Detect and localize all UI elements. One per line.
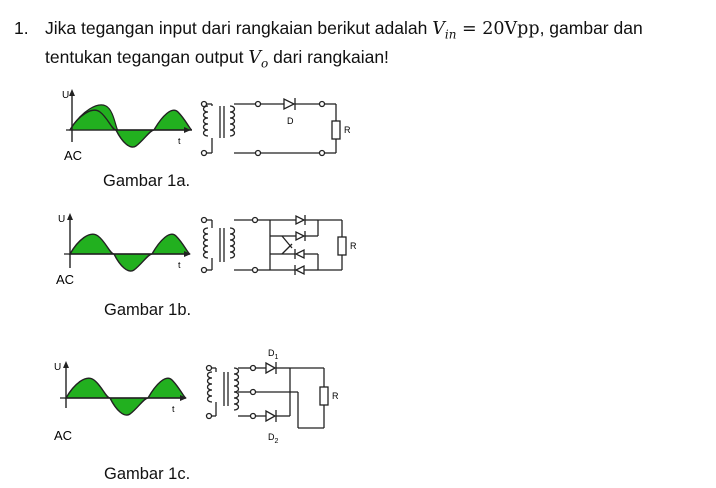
- question-line-2: tentukan tegangan output Vo dari rangkai…: [45, 45, 389, 76]
- question-text-end: , gambar dan: [539, 18, 643, 38]
- transformer-1c: [205, 364, 240, 420]
- load-label-1a: R: [344, 125, 351, 135]
- ac-sine-wave-1c: [60, 361, 187, 416]
- question-line2-start: tentukan tegangan output: [45, 47, 244, 67]
- vin-expression: Vin = 20Vpp: [432, 19, 540, 42]
- question-number: 1.: [14, 18, 29, 38]
- caption-1b: Gambar 1b.: [104, 301, 192, 319]
- load-label-1b: R: [350, 241, 357, 251]
- figure-1b: U t AC: [56, 213, 357, 287]
- ac-sine-wave-1b: [64, 213, 191, 272]
- question-text-start: Jika tegangan input dari rangkaian berik…: [45, 18, 428, 38]
- diode2-label-1c: D2: [268, 432, 279, 444]
- figure-1a: U t AC D R: [62, 89, 351, 163]
- bridge-circuit-1b: [234, 214, 347, 276]
- caption-1c: Gambar 1c.: [104, 465, 191, 483]
- ac-label-1a: AC: [64, 148, 82, 163]
- axis-u-label-1b: U: [58, 214, 65, 225]
- question-line2-end: dari rangkaian!: [273, 47, 389, 67]
- axis-u-label-1c: U: [54, 362, 61, 373]
- axis-t-label-1c: t: [172, 404, 175, 414]
- vo-expression: Vo: [248, 48, 269, 71]
- ac-sine-wave-1a: [66, 89, 193, 148]
- transformer-1a: [200, 100, 236, 157]
- axis-t-label-1a: t: [178, 136, 181, 146]
- axis-u-label-1a: U: [62, 90, 69, 101]
- question-line-1: 1. Jika tegangan input dari rangkaian ber…: [14, 16, 643, 47]
- ac-label-1b: AC: [56, 272, 74, 287]
- caption-1a: Gambar 1a.: [103, 172, 191, 190]
- figure-1c: U t AC D1 D2 R: [54, 348, 339, 444]
- center-tap-circuit-1c: [238, 361, 329, 429]
- diode1-label-1c: D1: [268, 348, 279, 361]
- transformer-1b: [200, 216, 236, 274]
- ac-label-1c: AC: [54, 428, 72, 443]
- diode-label-1a: D: [287, 116, 294, 126]
- axis-t-label-1b: t: [178, 260, 181, 270]
- load-label-1c: R: [332, 391, 339, 401]
- half-wave-circuit-1a: [234, 97, 341, 157]
